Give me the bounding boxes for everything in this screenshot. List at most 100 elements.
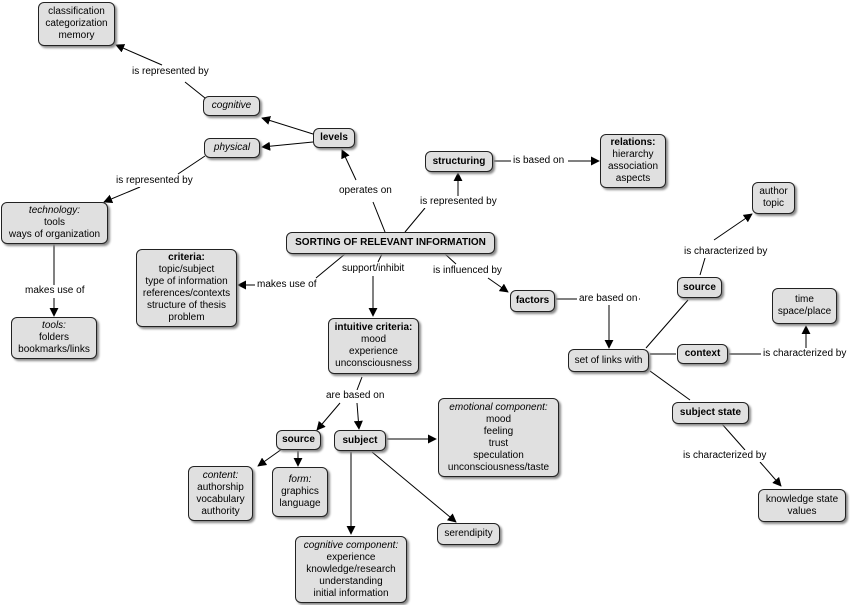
node-content-line-3: authority <box>201 505 240 517</box>
node-cognitive-component[interactable]: cognitive component: experience knowledg… <box>295 536 407 603</box>
node-context-text: context <box>684 348 721 359</box>
node-sorting[interactable]: SORTING OF RELEVANT INFORMATION <box>286 232 495 254</box>
node-technology-line-1: tools <box>43 217 66 228</box>
edge-levels-physical <box>261 141 314 151</box>
node-set-of-links-text: set of links with <box>574 354 643 366</box>
node-source-right[interactable]: source <box>677 277 722 298</box>
node-technology-line-2: ways of organization <box>8 229 101 240</box>
node-classification[interactable]: classification categorization memory <box>38 2 115 46</box>
edge-sorting-support <box>377 253 383 263</box>
node-intuitive[interactable]: intuitive criteria: mood experience unco… <box>328 318 419 374</box>
node-criteria-head: criteria: <box>168 252 205 263</box>
node-cognitive-component-head: cognitive component: <box>303 539 399 551</box>
node-serendipity[interactable]: serendipity <box>437 523 500 545</box>
node-structuring[interactable]: structuring <box>425 151 493 172</box>
edge-operates-levels <box>341 149 357 181</box>
node-factors[interactable]: factors <box>510 290 555 312</box>
label-makes-use-of-left: makes use of <box>23 285 87 297</box>
node-criteria-line-2: type of information <box>145 276 228 287</box>
node-source-left[interactable]: source <box>276 430 321 450</box>
label-is-represented-by-2: is represented by <box>114 175 195 187</box>
edge-charby-author <box>713 213 753 241</box>
node-structuring-text: structuring <box>432 155 486 167</box>
node-cognitive-component-line-1: experience <box>326 551 376 563</box>
node-source-left-text: source <box>282 434 315 445</box>
node-context[interactable]: context <box>677 344 728 364</box>
node-emotional-line-2: feeling <box>483 425 514 437</box>
node-subject[interactable]: subject <box>334 430 386 451</box>
node-subject-state[interactable]: subject state <box>672 402 749 424</box>
label-is-represented-by-3: is represented by <box>418 196 499 208</box>
node-criteria-line-4: structure of thesis <box>147 300 226 311</box>
label-is-characterized-by-1: is characterized by <box>682 246 770 258</box>
node-relations[interactable]: relations: hierarchy association aspects <box>600 134 666 188</box>
node-factors-text: factors <box>515 295 550 306</box>
node-cognitive[interactable]: cognitive <box>203 96 260 116</box>
node-emotional-line-4: speculation <box>473 449 524 461</box>
edge-charby-knowledge <box>759 461 782 487</box>
node-tools[interactable]: tools: folders bookmarks/links <box>11 317 97 359</box>
edge-intuitive-arebased <box>356 376 363 391</box>
node-physical[interactable]: physical <box>204 138 260 158</box>
node-cognitive-component-line-3: understanding <box>319 575 383 587</box>
node-emotional-line-1: mood <box>485 413 511 425</box>
node-intuitive-line-3: unconsciousness <box>335 358 412 369</box>
node-relations-head: relations: <box>610 137 656 148</box>
edge-source-content <box>257 448 283 467</box>
node-tools-head: tools: <box>42 320 66 331</box>
label-is-represented-by-1: is represented by <box>130 66 211 78</box>
edge-cognitive-repby <box>184 81 206 99</box>
edge-influenced-factors <box>487 277 509 293</box>
edge-subjectstate-charby <box>721 423 746 451</box>
edge-sorting-influenced <box>444 253 457 265</box>
node-criteria-line-3: references/contexts <box>142 288 231 299</box>
node-technology[interactable]: technology: tools ways of organization <box>1 202 108 244</box>
node-levels-text: levels <box>320 132 348 143</box>
edge-arebased-subject <box>353 402 363 430</box>
node-source-right-text: source <box>683 281 716 293</box>
node-criteria-line-5: problem <box>168 312 205 323</box>
node-relations-line-3: aspects <box>615 173 651 184</box>
label-makes-use-of-center: makes use of <box>255 279 319 291</box>
node-knowledge-state[interactable]: knowledge state values <box>758 489 846 522</box>
edge-sorting-repby3 <box>404 207 426 233</box>
node-classification-line-3: memory <box>58 30 95 41</box>
node-emotional[interactable]: emotional component: mood feeling trust … <box>438 398 559 477</box>
node-form[interactable]: form: graphics language <box>272 467 328 517</box>
node-classification-line-1: classification <box>48 6 105 17</box>
node-sorting-text: SORTING OF RELEVANT INFORMATION <box>295 237 486 248</box>
label-are-based-on-2: are based on <box>324 390 387 402</box>
node-content-line-2: vocabulary <box>196 493 245 505</box>
node-relations-line-2: association <box>607 161 659 172</box>
edge-physical-repby <box>177 155 206 175</box>
edge-sourceright-charby <box>699 257 706 276</box>
node-levels[interactable]: levels <box>313 128 355 148</box>
node-serendipity-text: serendipity <box>444 528 493 539</box>
node-author-topic-line-1: author <box>759 186 788 197</box>
node-tools-line-2: bookmarks/links <box>18 344 90 355</box>
node-cognitive-component-line-2: knowledge/research <box>306 563 396 575</box>
label-is-characterized-by-3: is characterized by <box>681 450 769 462</box>
node-tools-line-1: folders <box>38 332 69 343</box>
node-form-head: form: <box>288 474 312 485</box>
node-subject-text: subject <box>342 434 378 446</box>
node-cognitive-text: cognitive <box>211 100 252 111</box>
edge-subject-serendipity <box>371 451 457 523</box>
node-intuitive-line-2: experience <box>349 346 398 357</box>
label-support-inhibit: support/inhibit <box>340 263 407 275</box>
node-author-topic[interactable]: author topic <box>752 182 795 214</box>
node-subject-state-text: subject state <box>679 407 742 418</box>
node-set-of-links[interactable]: set of links with <box>568 349 649 372</box>
edge-levels-cognitive <box>261 116 314 135</box>
node-criteria[interactable]: criteria: topic/subject type of informat… <box>136 249 237 327</box>
node-intuitive-line-1: mood <box>360 334 386 345</box>
node-content-head: content: <box>202 469 239 481</box>
edge-arebased-source <box>316 402 341 431</box>
node-technology-head: technology: <box>28 205 81 216</box>
node-content[interactable]: content: authorship vocabulary authority <box>188 466 253 521</box>
node-emotional-line-5: unconsciousness/taste <box>447 461 550 473</box>
node-time-space[interactable]: time space/place <box>772 288 837 324</box>
label-is-characterized-by-2: is characterized by <box>761 348 849 360</box>
node-classification-line-2: categorization <box>45 18 108 29</box>
